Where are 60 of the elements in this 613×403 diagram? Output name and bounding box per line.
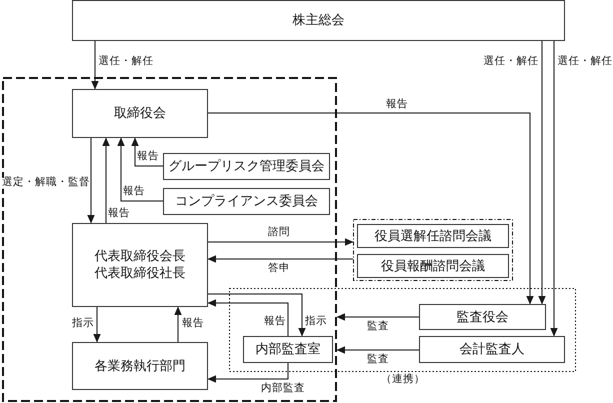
edge-label: 報告 bbox=[264, 316, 286, 328]
arrow bbox=[538, 40, 546, 304]
organization-name: 役員選解任諮問会議 bbox=[374, 228, 492, 244]
edge-label: 指示 bbox=[305, 316, 327, 328]
organization-box bbox=[163, 153, 330, 180]
arrow bbox=[208, 255, 354, 263]
organization-name: 代表取締役社長 bbox=[94, 265, 186, 282]
edge-label: 選任・解任 bbox=[558, 56, 612, 68]
arrow bbox=[87, 138, 95, 224]
organization-box bbox=[163, 188, 330, 215]
arrow bbox=[336, 313, 420, 321]
edge-label: 監査 bbox=[367, 354, 389, 366]
edge-label: 答申 bbox=[268, 264, 290, 274]
edge-label: 選任・解任 bbox=[484, 56, 538, 68]
organization-name: 内部監査室 bbox=[256, 341, 320, 358]
arrow bbox=[93, 306, 101, 342]
organization-box bbox=[243, 336, 333, 363]
edge-label: 報告 bbox=[123, 186, 145, 198]
group-frame bbox=[353, 219, 513, 281]
arrow bbox=[208, 294, 306, 336]
organization-box bbox=[419, 336, 565, 363]
organization-box bbox=[72, 342, 208, 390]
arrow bbox=[336, 346, 420, 354]
organization-box bbox=[72, 223, 208, 307]
group-frame bbox=[229, 288, 576, 372]
edge-label: 選定・解職・監督 bbox=[2, 178, 90, 188]
organization-box bbox=[419, 304, 546, 330]
organization-name: グループリスク管理委員会 bbox=[168, 158, 324, 175]
edge-label: 指示 bbox=[72, 318, 94, 330]
edge-label: 報告 bbox=[386, 100, 408, 110]
arrow bbox=[91, 40, 99, 90]
edge-label: 諮問 bbox=[268, 228, 290, 238]
edge-label: 報告 bbox=[182, 318, 204, 330]
edge-label: 選任・解任 bbox=[98, 56, 154, 68]
edge-label: 報告 bbox=[137, 152, 159, 162]
organization-box bbox=[357, 254, 509, 278]
arrow bbox=[208, 112, 534, 304]
organization-name: 株主総会 bbox=[292, 12, 344, 29]
organization-box bbox=[72, 89, 208, 138]
organization-name: 監査役会 bbox=[456, 308, 508, 326]
organization-name: コンプライアンス委員会 bbox=[175, 193, 318, 210]
organization-name: 役員報酬諮問会議 bbox=[381, 258, 485, 274]
arrow bbox=[131, 138, 164, 166]
organization-box bbox=[357, 224, 509, 248]
arrow bbox=[102, 138, 110, 224]
arrow bbox=[550, 40, 558, 336]
edge-label: 報告 bbox=[108, 208, 130, 220]
arrow bbox=[208, 299, 288, 336]
arrow bbox=[208, 362, 288, 383]
group-frame bbox=[2, 77, 337, 402]
edge-label: 内部監査 bbox=[261, 384, 305, 394]
arrow bbox=[117, 138, 164, 202]
edge-label: 監査 bbox=[367, 322, 389, 332]
organization-name: 取締役会 bbox=[114, 105, 166, 122]
organization-name: 代表取締役会長 bbox=[94, 248, 186, 265]
organization-name: 会計監査人 bbox=[460, 341, 524, 358]
organization-box bbox=[72, 0, 565, 41]
organization-name: 各業務執行部門 bbox=[94, 358, 186, 374]
arrow bbox=[174, 306, 182, 342]
arrow bbox=[208, 238, 354, 246]
